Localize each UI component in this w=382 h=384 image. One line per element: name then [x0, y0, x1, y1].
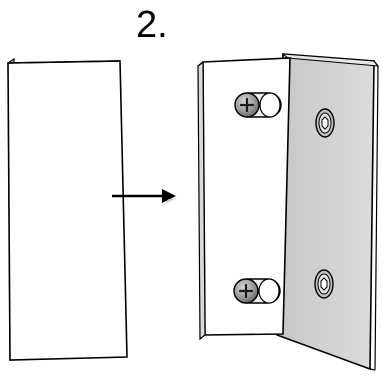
bracket-side-panel [276, 53, 375, 371]
bottom-cam-fitting [233, 278, 281, 304]
arrow-right-icon [112, 189, 177, 204]
phillips-screw-icon [238, 283, 254, 299]
hex-socket-icon [321, 116, 329, 130]
hex-socket-icon [320, 277, 328, 291]
step-number: 2. [136, 4, 168, 46]
angle-bracket-assembly [197, 53, 380, 371]
top-cam-fitting [234, 92, 282, 118]
phillips-screw-icon [239, 97, 255, 113]
loose-panel-face [7, 60, 128, 361]
top-hex-socket [315, 108, 335, 138]
loose-panel [7, 57, 128, 361]
bottom-hex-socket [314, 269, 334, 299]
